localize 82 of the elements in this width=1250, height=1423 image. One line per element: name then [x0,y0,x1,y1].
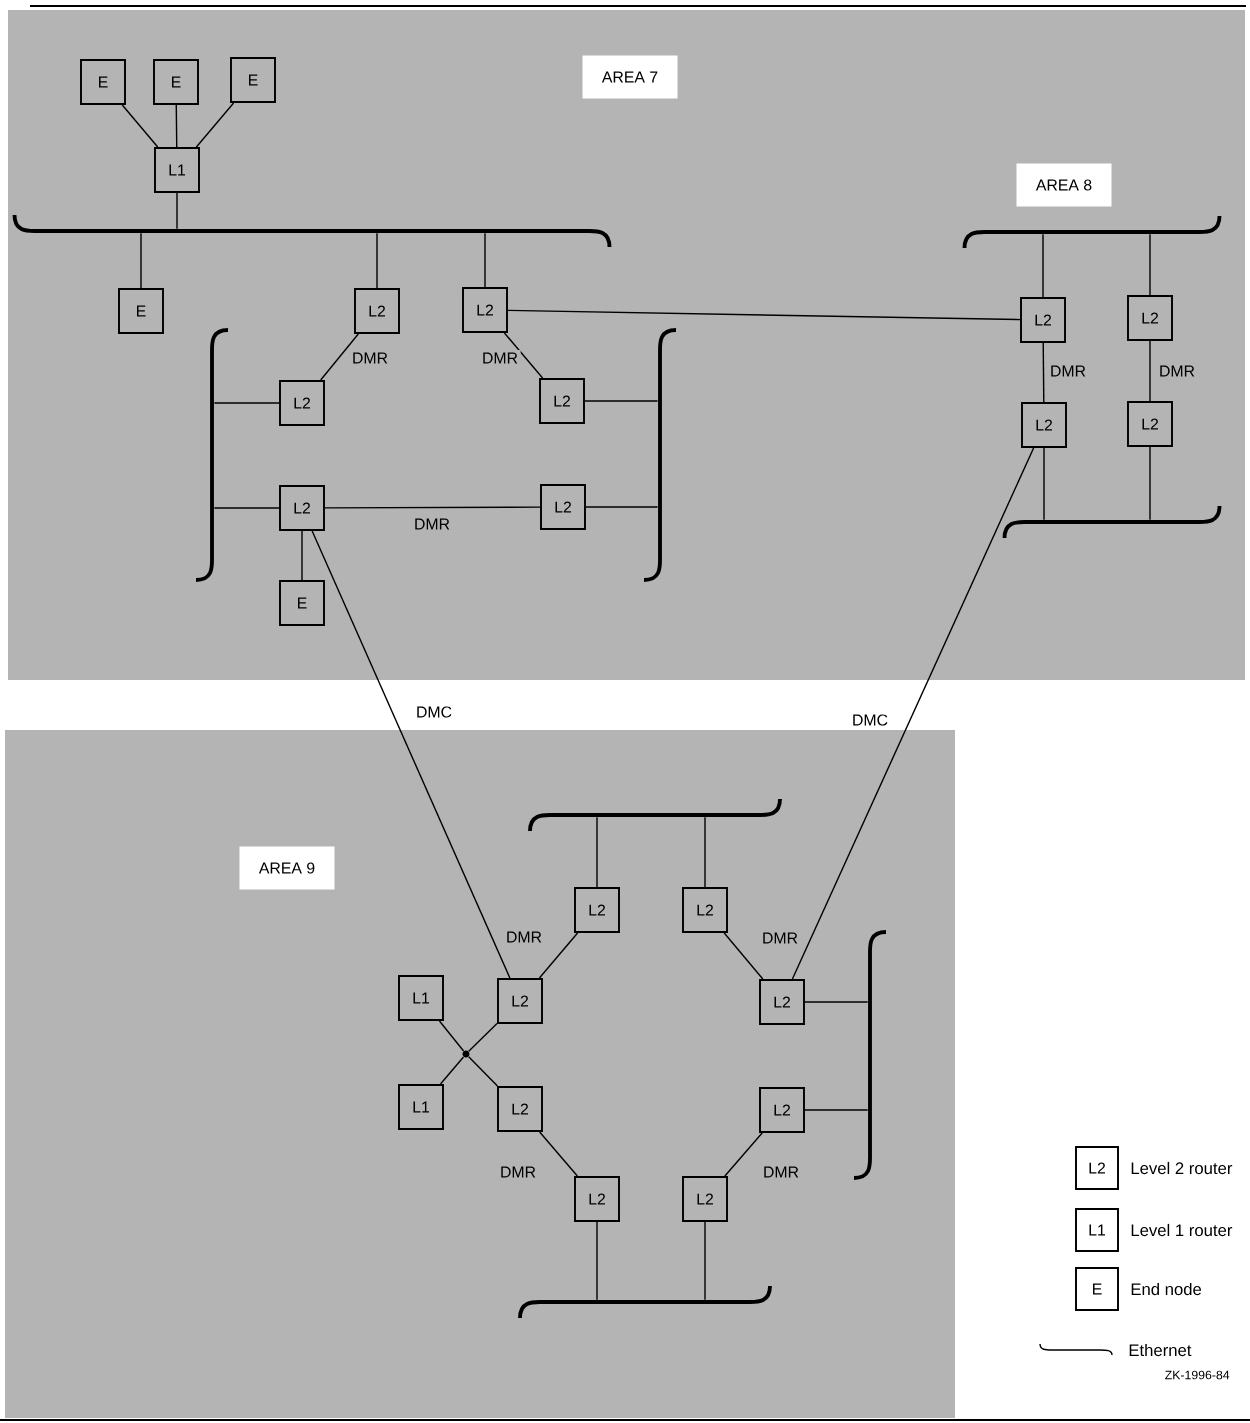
router-box: L2 [462,287,508,333]
router-box: L2 [682,887,728,933]
link-line [195,102,235,148]
link-line [596,1221,598,1301]
ethernet-bracket [195,328,229,582]
router-box: E [279,580,325,626]
ethernet-bus [1002,505,1222,539]
edge-label: DMC [849,711,891,729]
router-box: L2 [759,979,805,1025]
router-box: L2 [540,484,586,530]
link-line [468,1022,498,1052]
ethernet-bus [12,214,612,248]
link-line [376,232,378,289]
link-line [704,816,706,888]
link-line [1042,342,1045,403]
router-box: E [80,59,126,105]
router-box: L1 [398,975,444,1021]
link-line [791,447,1035,980]
router-box: L2 [497,1086,543,1132]
edge-label: DMC [413,703,455,721]
router-box: L2 [497,978,543,1024]
router-box: L2 [682,1176,728,1222]
link-line [301,530,303,581]
router-box: L2 [279,485,325,531]
link-line [704,1221,706,1301]
router-box: L2 [1020,297,1066,343]
link-line [176,192,178,230]
link-line [538,932,579,979]
legend-text: Ethernet [1129,1343,1192,1357]
legend-text: End node [1131,1282,1202,1296]
link-line [121,104,159,148]
router-box: E [230,57,276,103]
router-box: L2 [574,1176,620,1222]
legend-text: Level 1 router [1131,1223,1233,1237]
link-line [1149,340,1151,402]
link-line [584,400,659,402]
ethernet-bus [518,1285,772,1319]
link-line [140,232,142,289]
link-line [1043,447,1045,521]
link-line [724,1132,763,1177]
ethernet-bus [528,798,782,832]
link-line [596,816,598,888]
link-line [439,1056,465,1085]
link-line [324,506,541,509]
area-label: AREA 8 [1016,163,1112,207]
area-label: AREA 7 [582,55,678,99]
link-line [804,1109,869,1111]
link-line [804,1001,869,1003]
router-box: L2 [759,1087,805,1133]
ethernet-bus [962,215,1222,249]
router-box: L2 [539,378,585,424]
link-line [311,530,511,979]
router-box: L1 [398,1084,444,1130]
ethernet-bracket [643,328,677,582]
link-line [213,402,280,404]
router-box: L2 [1021,402,1067,448]
router-box: E [118,288,164,334]
router-box: L2 [354,288,400,334]
link-line [723,932,764,980]
link-line [484,232,486,288]
link-line [175,104,178,148]
link-line [468,1056,499,1087]
link-line [438,1020,465,1052]
link-line [213,507,280,509]
link-line [320,333,359,381]
legend-text: Level 2 router [1131,1161,1233,1175]
ethernet-bracket [853,930,887,1180]
router-box: L2 [1127,295,1173,341]
figure-code: ZK-1996-84 [1165,1370,1230,1380]
router-box: E [153,59,199,105]
router-box: L2 [1127,401,1173,447]
link-line [538,1131,579,1177]
router-box: L2 [279,380,325,426]
link-line [585,506,659,508]
router-box: L2 [574,887,620,933]
link-line [503,332,544,379]
area-label: AREA 9 [239,846,335,890]
link-line [1149,233,1151,296]
link-line [507,309,1021,321]
link-line [1149,446,1151,521]
router-box: L1 [154,147,200,193]
link-line [1042,233,1044,298]
